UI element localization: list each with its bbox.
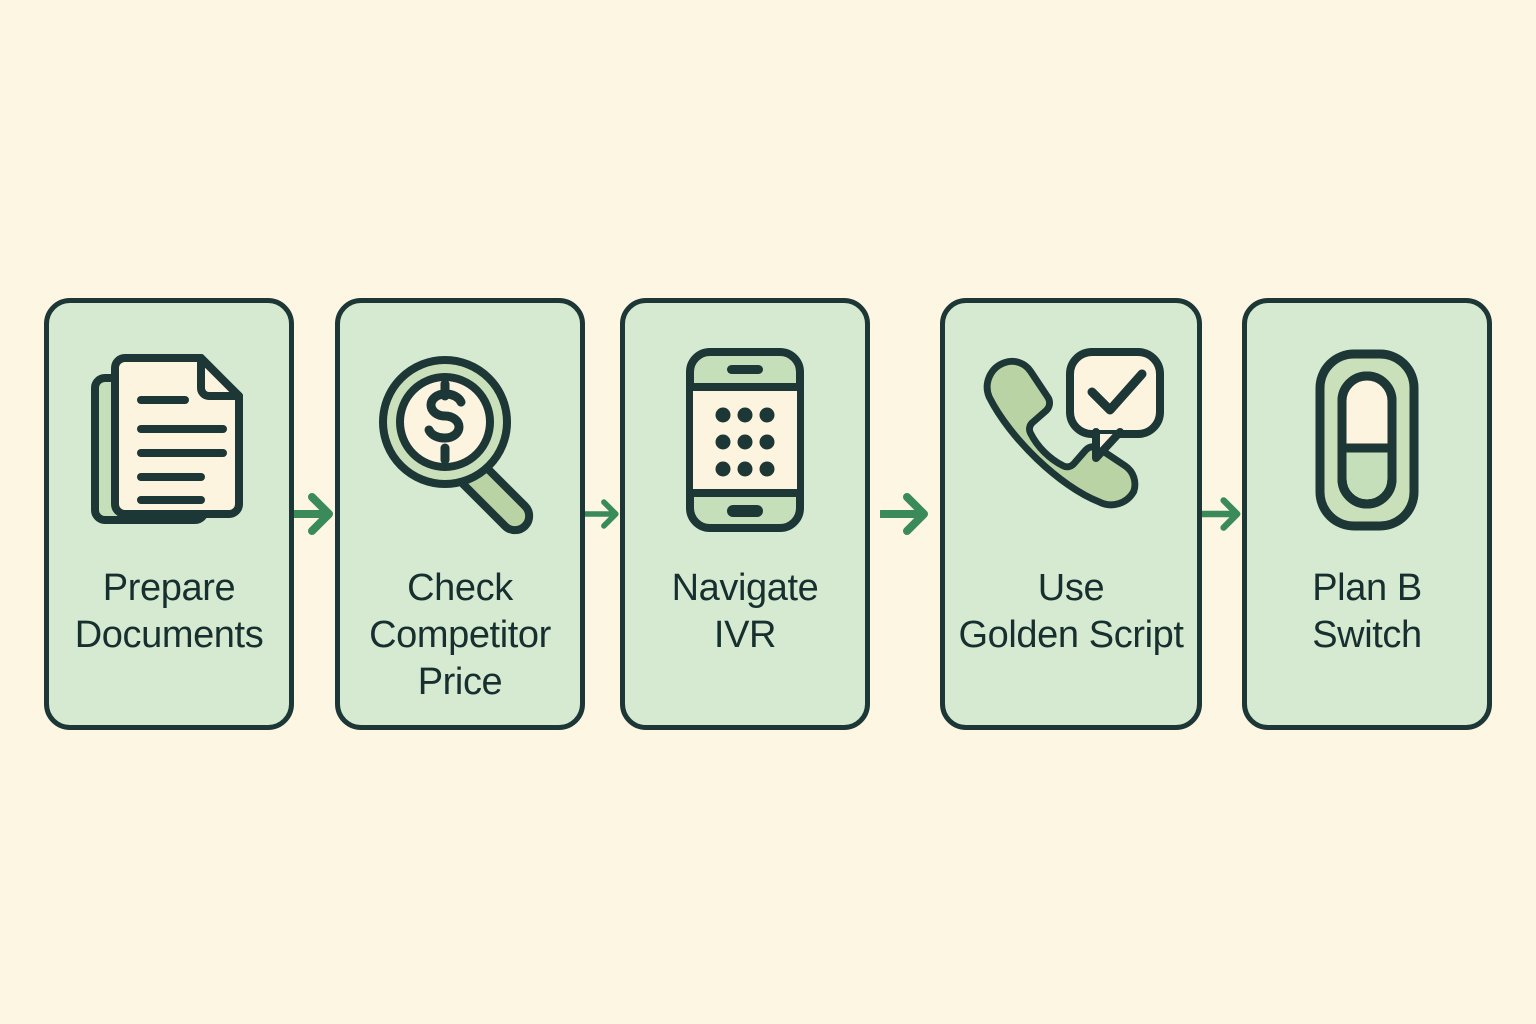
connector-3-to-4: [870, 298, 940, 730]
step-card-navigate-ivr[interactable]: Navigate IVR: [620, 298, 870, 730]
step-card-prepare-documents[interactable]: Prepare Documents: [44, 298, 294, 730]
arrow-right-icon: [585, 499, 619, 529]
step-label-plan-b-switch: Plan B Switch: [1312, 567, 1422, 656]
step-label-use-golden-script: Use Golden Script: [958, 567, 1184, 656]
documents-icon: [81, 349, 257, 531]
step-card-use-golden-script[interactable]: Use Golden Script: [940, 298, 1202, 730]
toggle-switch-icon: [1279, 349, 1455, 531]
smartphone-keypad-icon: [657, 348, 833, 532]
arrow-right-icon: [1202, 497, 1241, 531]
process-flow: Prepare Documents: [0, 298, 1536, 730]
step-card-plan-b-switch[interactable]: Plan B Switch: [1242, 298, 1492, 730]
connector-4-to-5: [1202, 298, 1242, 730]
connector-1-to-2: [294, 298, 335, 730]
step-label-navigate-ivr: Navigate IVR: [671, 567, 819, 656]
phone-handset-check-icon: [983, 348, 1164, 531]
step-card-check-competitor-price[interactable]: Check Competitor Price: [335, 298, 585, 730]
step-label-prepare-documents: Prepare Documents: [74, 567, 264, 656]
step-label-check-competitor-price: Check Competitor Price: [369, 567, 551, 703]
connector-2-to-3: [585, 298, 620, 730]
arrow-right-icon: [294, 493, 333, 535]
arrow-right-icon: [880, 493, 928, 535]
magnifier-dollar-icon: [372, 349, 548, 535]
